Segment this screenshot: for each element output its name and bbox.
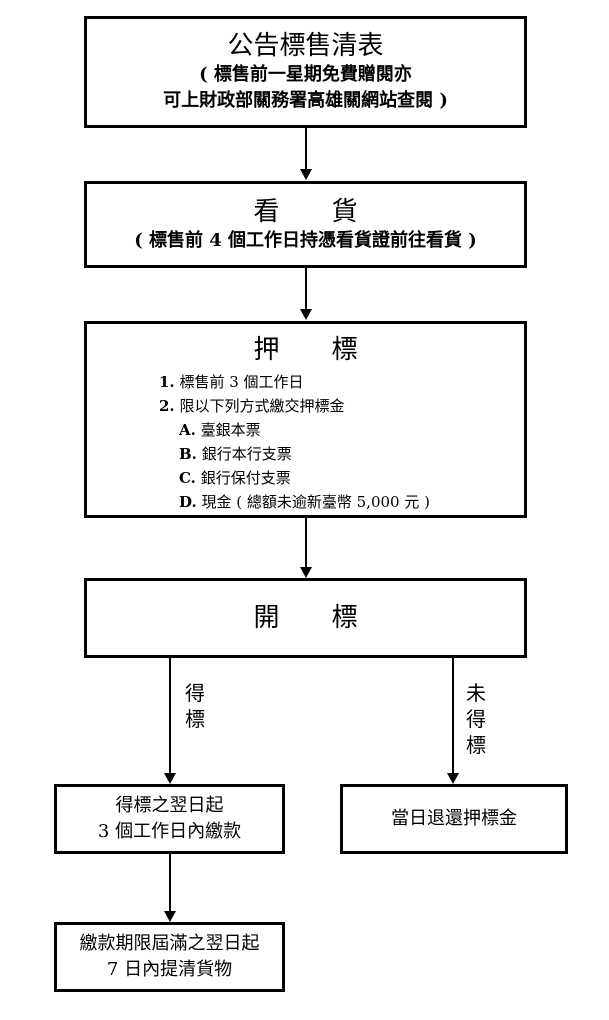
won-label: 得 標 bbox=[183, 680, 207, 732]
opening-title: 開 標 bbox=[253, 603, 358, 633]
deposit-method-d: D. 現金 ( 總額未逾新臺幣 5,000 元 ) bbox=[159, 490, 430, 514]
arrow-head bbox=[447, 773, 459, 784]
deposit-list: 1. 標售前 3 個工作日 2. 限以下列方式繳交押標金 A. 臺銀本票 B. … bbox=[159, 370, 430, 514]
opening-box: 開 標 bbox=[84, 578, 527, 658]
won-label-char: 標 bbox=[185, 707, 205, 731]
deposit-item-text: 標售前 3 個工作日 bbox=[179, 373, 304, 391]
payment-box: 得標之翌日起 3 個工作日內繳款 bbox=[54, 784, 285, 854]
connector-line bbox=[305, 128, 307, 170]
method-label: B. bbox=[179, 445, 197, 463]
pickup-line2: 7 日內提清貨物 bbox=[106, 959, 233, 980]
payment-line2: 3 個工作日內繳款 bbox=[97, 821, 242, 842]
pickup-line1: 繳款期限屆滿之翌日起 bbox=[79, 933, 260, 954]
deposit-item-label: 2. bbox=[159, 397, 175, 415]
method-text: 臺銀本票 bbox=[200, 421, 261, 439]
method-label: D. bbox=[179, 493, 197, 511]
method-label: C. bbox=[179, 469, 196, 487]
deposit-item-text: 限以下列方式繳交押標金 bbox=[179, 397, 345, 415]
refund-text: 當日退還押標金 bbox=[391, 808, 517, 829]
connector-line bbox=[169, 854, 171, 912]
connector-line-won bbox=[169, 658, 171, 774]
method-label: A. bbox=[179, 421, 196, 439]
deposit-item-1: 1. 標售前 3 個工作日 bbox=[159, 370, 430, 394]
connector-line bbox=[305, 268, 307, 310]
method-text: 現金 ( 總額未逾新臺幣 5,000 元 ) bbox=[201, 493, 430, 511]
arrow-head bbox=[300, 309, 312, 320]
lost-label: 未 得 標 bbox=[464, 680, 488, 758]
lost-label-char: 得 bbox=[466, 707, 486, 731]
deposit-box: 押 標 1. 標售前 3 個工作日 2. 限以下列方式繳交押標金 A. 臺銀本票… bbox=[84, 321, 527, 518]
announce-box: 公告標售清表 ( 標售前一星期免費贈閱亦 可上財政部關務署高雄關網站查閱 ) bbox=[84, 16, 527, 128]
inspect-title: 看 貨 bbox=[253, 196, 358, 227]
inspect-note: ( 標售前 4 個工作日持憑看貨證前往看貨 ) bbox=[134, 229, 477, 251]
deposit-title: 押 標 bbox=[253, 335, 358, 365]
deposit-method-a: A. 臺銀本票 bbox=[159, 418, 430, 442]
announce-note-line2: 可上財政部關務署高雄關網站查閱 ) bbox=[163, 90, 448, 111]
payment-line1: 得標之翌日起 bbox=[115, 795, 224, 816]
lost-label-char: 未 bbox=[466, 681, 486, 705]
arrow-head bbox=[164, 773, 176, 784]
deposit-method-c: C. 銀行保付支票 bbox=[159, 466, 430, 490]
method-text: 銀行保付支票 bbox=[200, 469, 291, 487]
won-label-char: 得 bbox=[185, 681, 205, 705]
announce-title: 公告標售清表 bbox=[227, 31, 384, 61]
arrow-head bbox=[300, 169, 312, 180]
announce-note-line1: ( 標售前一星期免費贈閱亦 bbox=[199, 64, 412, 85]
arrow-head bbox=[300, 567, 312, 578]
arrow-head bbox=[164, 911, 176, 922]
connector-line bbox=[305, 518, 307, 568]
deposit-item-label: 1. bbox=[159, 373, 175, 391]
pickup-box: 繳款期限屆滿之翌日起 7 日內提清貨物 bbox=[54, 922, 285, 992]
connector-line-lost bbox=[452, 658, 454, 774]
lost-label-char: 標 bbox=[466, 733, 486, 757]
deposit-method-b: B. 銀行本行支票 bbox=[159, 442, 430, 466]
deposit-item-2: 2. 限以下列方式繳交押標金 bbox=[159, 394, 430, 418]
method-text: 銀行本行支票 bbox=[201, 445, 292, 463]
refund-box: 當日退還押標金 bbox=[340, 784, 568, 854]
inspect-box: 看 貨 ( 標售前 4 個工作日持憑看貨證前往看貨 ) bbox=[84, 181, 527, 268]
